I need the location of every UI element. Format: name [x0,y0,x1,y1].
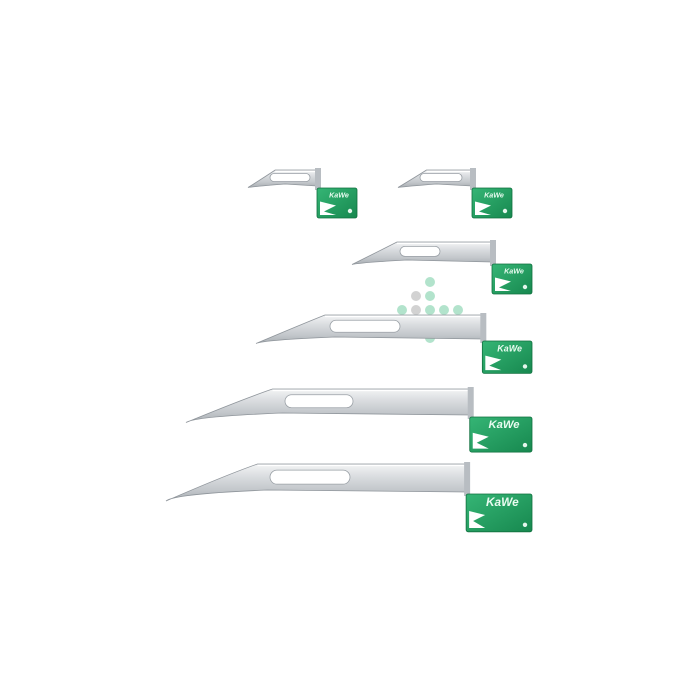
laryngoscope-blade: KaWe [165,462,533,533]
light-window [399,245,441,257]
green-connector: KaWe [469,416,533,453]
brand-label: KaWe [489,419,520,431]
laryngoscope-blade: KaWe [397,168,513,219]
light-window [329,319,401,333]
connector-pin [522,364,528,369]
connector-notch [485,355,502,371]
blade-heel [480,313,487,343]
connector-pin [522,284,528,290]
connector-notch [472,432,489,449]
light-window [269,469,351,485]
laryngoscope-blade: KaWe [255,313,533,374]
laryngoscope-blade: KaWe [247,168,358,219]
brand-label: KaWe [329,191,349,200]
brand-label: KaWe [504,267,524,276]
green-connector: KaWe [481,340,533,374]
connector-notch [320,201,336,215]
connector-notch [475,201,491,215]
blade-heel [464,462,471,496]
light-window [419,173,463,182]
green-connector: KaWe [491,263,533,295]
green-connector: KaWe [471,187,513,219]
light-window [284,394,354,409]
green-connector: KaWe [316,187,358,219]
blade-heel [467,387,474,419]
green-connector: KaWe [465,493,533,533]
connector-notch [495,277,511,291]
brand-label: KaWe [484,191,504,200]
light-window [269,173,311,182]
blade-heel [315,168,321,190]
connector-notch [469,511,486,529]
brand-label: KaWe [486,495,519,509]
brand-label: KaWe [497,343,522,353]
connector-pin [522,522,528,527]
blade-heel [470,168,476,190]
laryngoscope-blade: KaWe [351,240,533,295]
connector-pin [522,442,528,448]
laryngoscope-blade: KaWe [185,387,533,453]
blade-heel [490,240,496,266]
connector-pin [347,208,353,214]
connector-pin [502,208,508,214]
